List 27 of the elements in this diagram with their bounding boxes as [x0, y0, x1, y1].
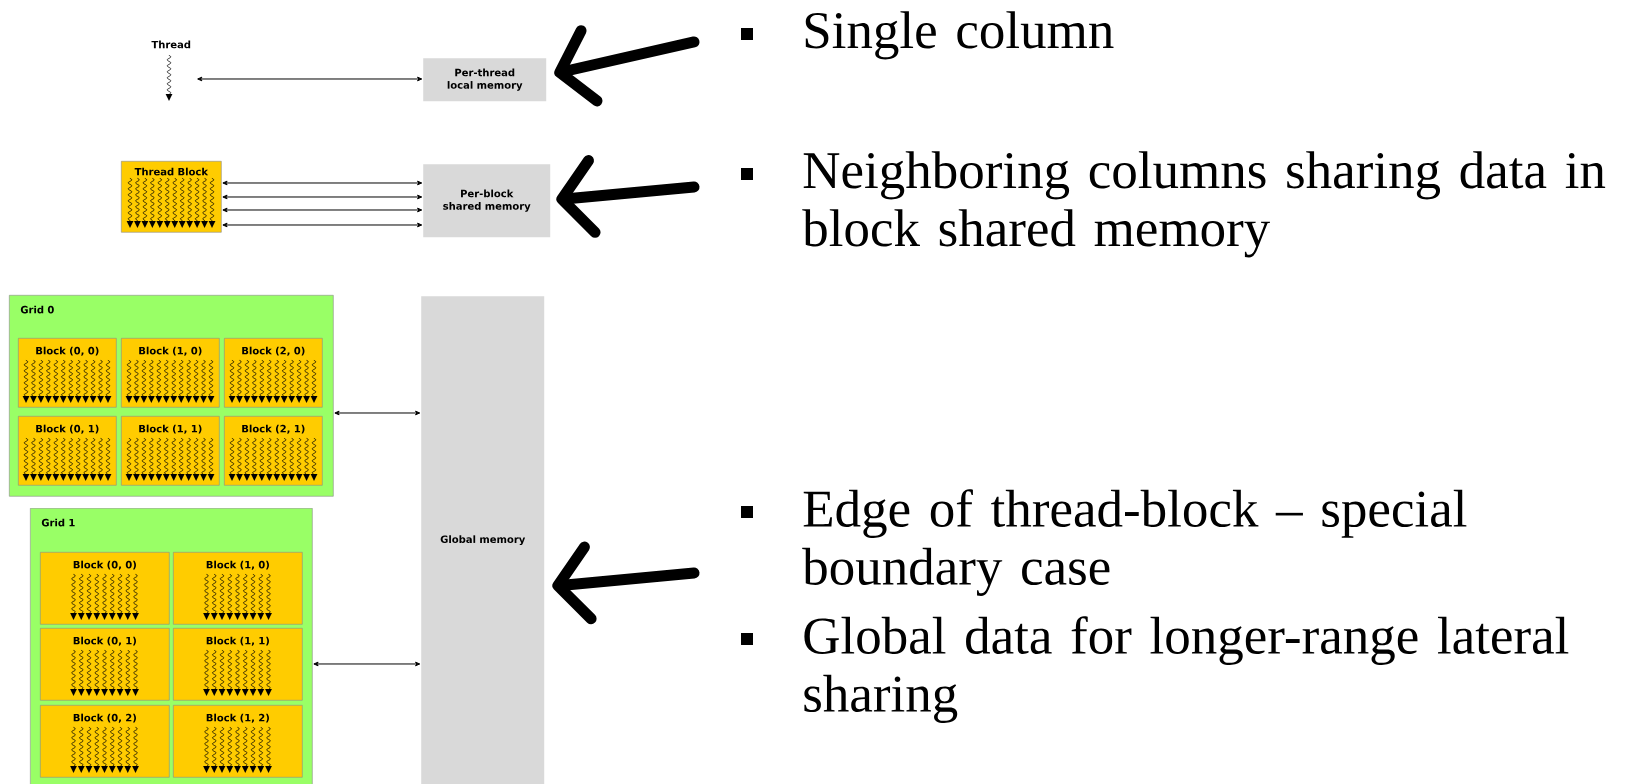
- arrow: [222, 207, 423, 213]
- thread-block: Block (2, 0): [224, 338, 323, 408]
- bullet-text: Edge of thread-block – special boundary case: [802, 489, 1467, 596]
- bullet-text: Global data for longer-range lateral sharing: [804, 616, 1569, 723]
- arrow: [197, 76, 423, 82]
- thread-block: Block (1, 0): [173, 552, 303, 625]
- thread-block: Block (0, 1): [40, 628, 170, 701]
- thread-block: Block (1, 1): [173, 628, 303, 701]
- memory-box: Per-block shared memory: [423, 164, 551, 238]
- thread-block: Block (0, 1): [18, 416, 117, 486]
- thread-block: Block (0, 0): [18, 338, 117, 408]
- thread-block: Thread Block: [121, 161, 222, 233]
- thread-block: Block (0, 2): [40, 705, 170, 778]
- arrow: [222, 180, 423, 186]
- arrow: [334, 410, 421, 416]
- thread-block: Block (1, 1): [121, 416, 220, 486]
- memory-box: Global memory: [421, 296, 545, 784]
- thread-block: Block (1, 2): [173, 705, 303, 778]
- thread-block: Block (1, 0): [121, 338, 220, 408]
- thread-block: Block (0, 0): [40, 552, 170, 625]
- arrow: [222, 194, 423, 200]
- arrow: [222, 222, 423, 228]
- bullet-text: Single column: [805, 11, 1114, 60]
- memory-box: Per-thread local memory: [423, 58, 547, 102]
- arrow: [313, 661, 421, 667]
- thread-block: Block (2, 1): [224, 416, 323, 486]
- bullet-text: Neighboring columns sharing data in block shared memory: [802, 151, 1606, 258]
